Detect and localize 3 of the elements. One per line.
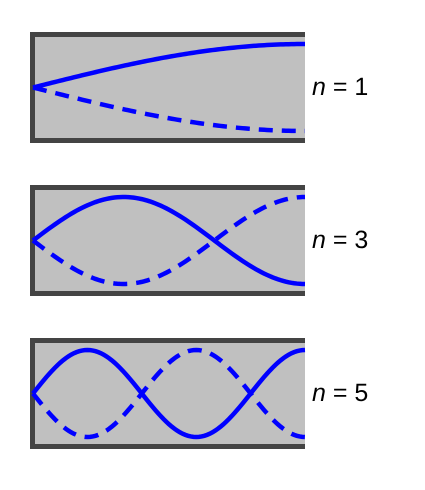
mode-label: n = 3	[312, 226, 368, 254]
mode-label: n = 1	[312, 72, 368, 102]
mode-label: n = 5	[312, 378, 368, 408]
